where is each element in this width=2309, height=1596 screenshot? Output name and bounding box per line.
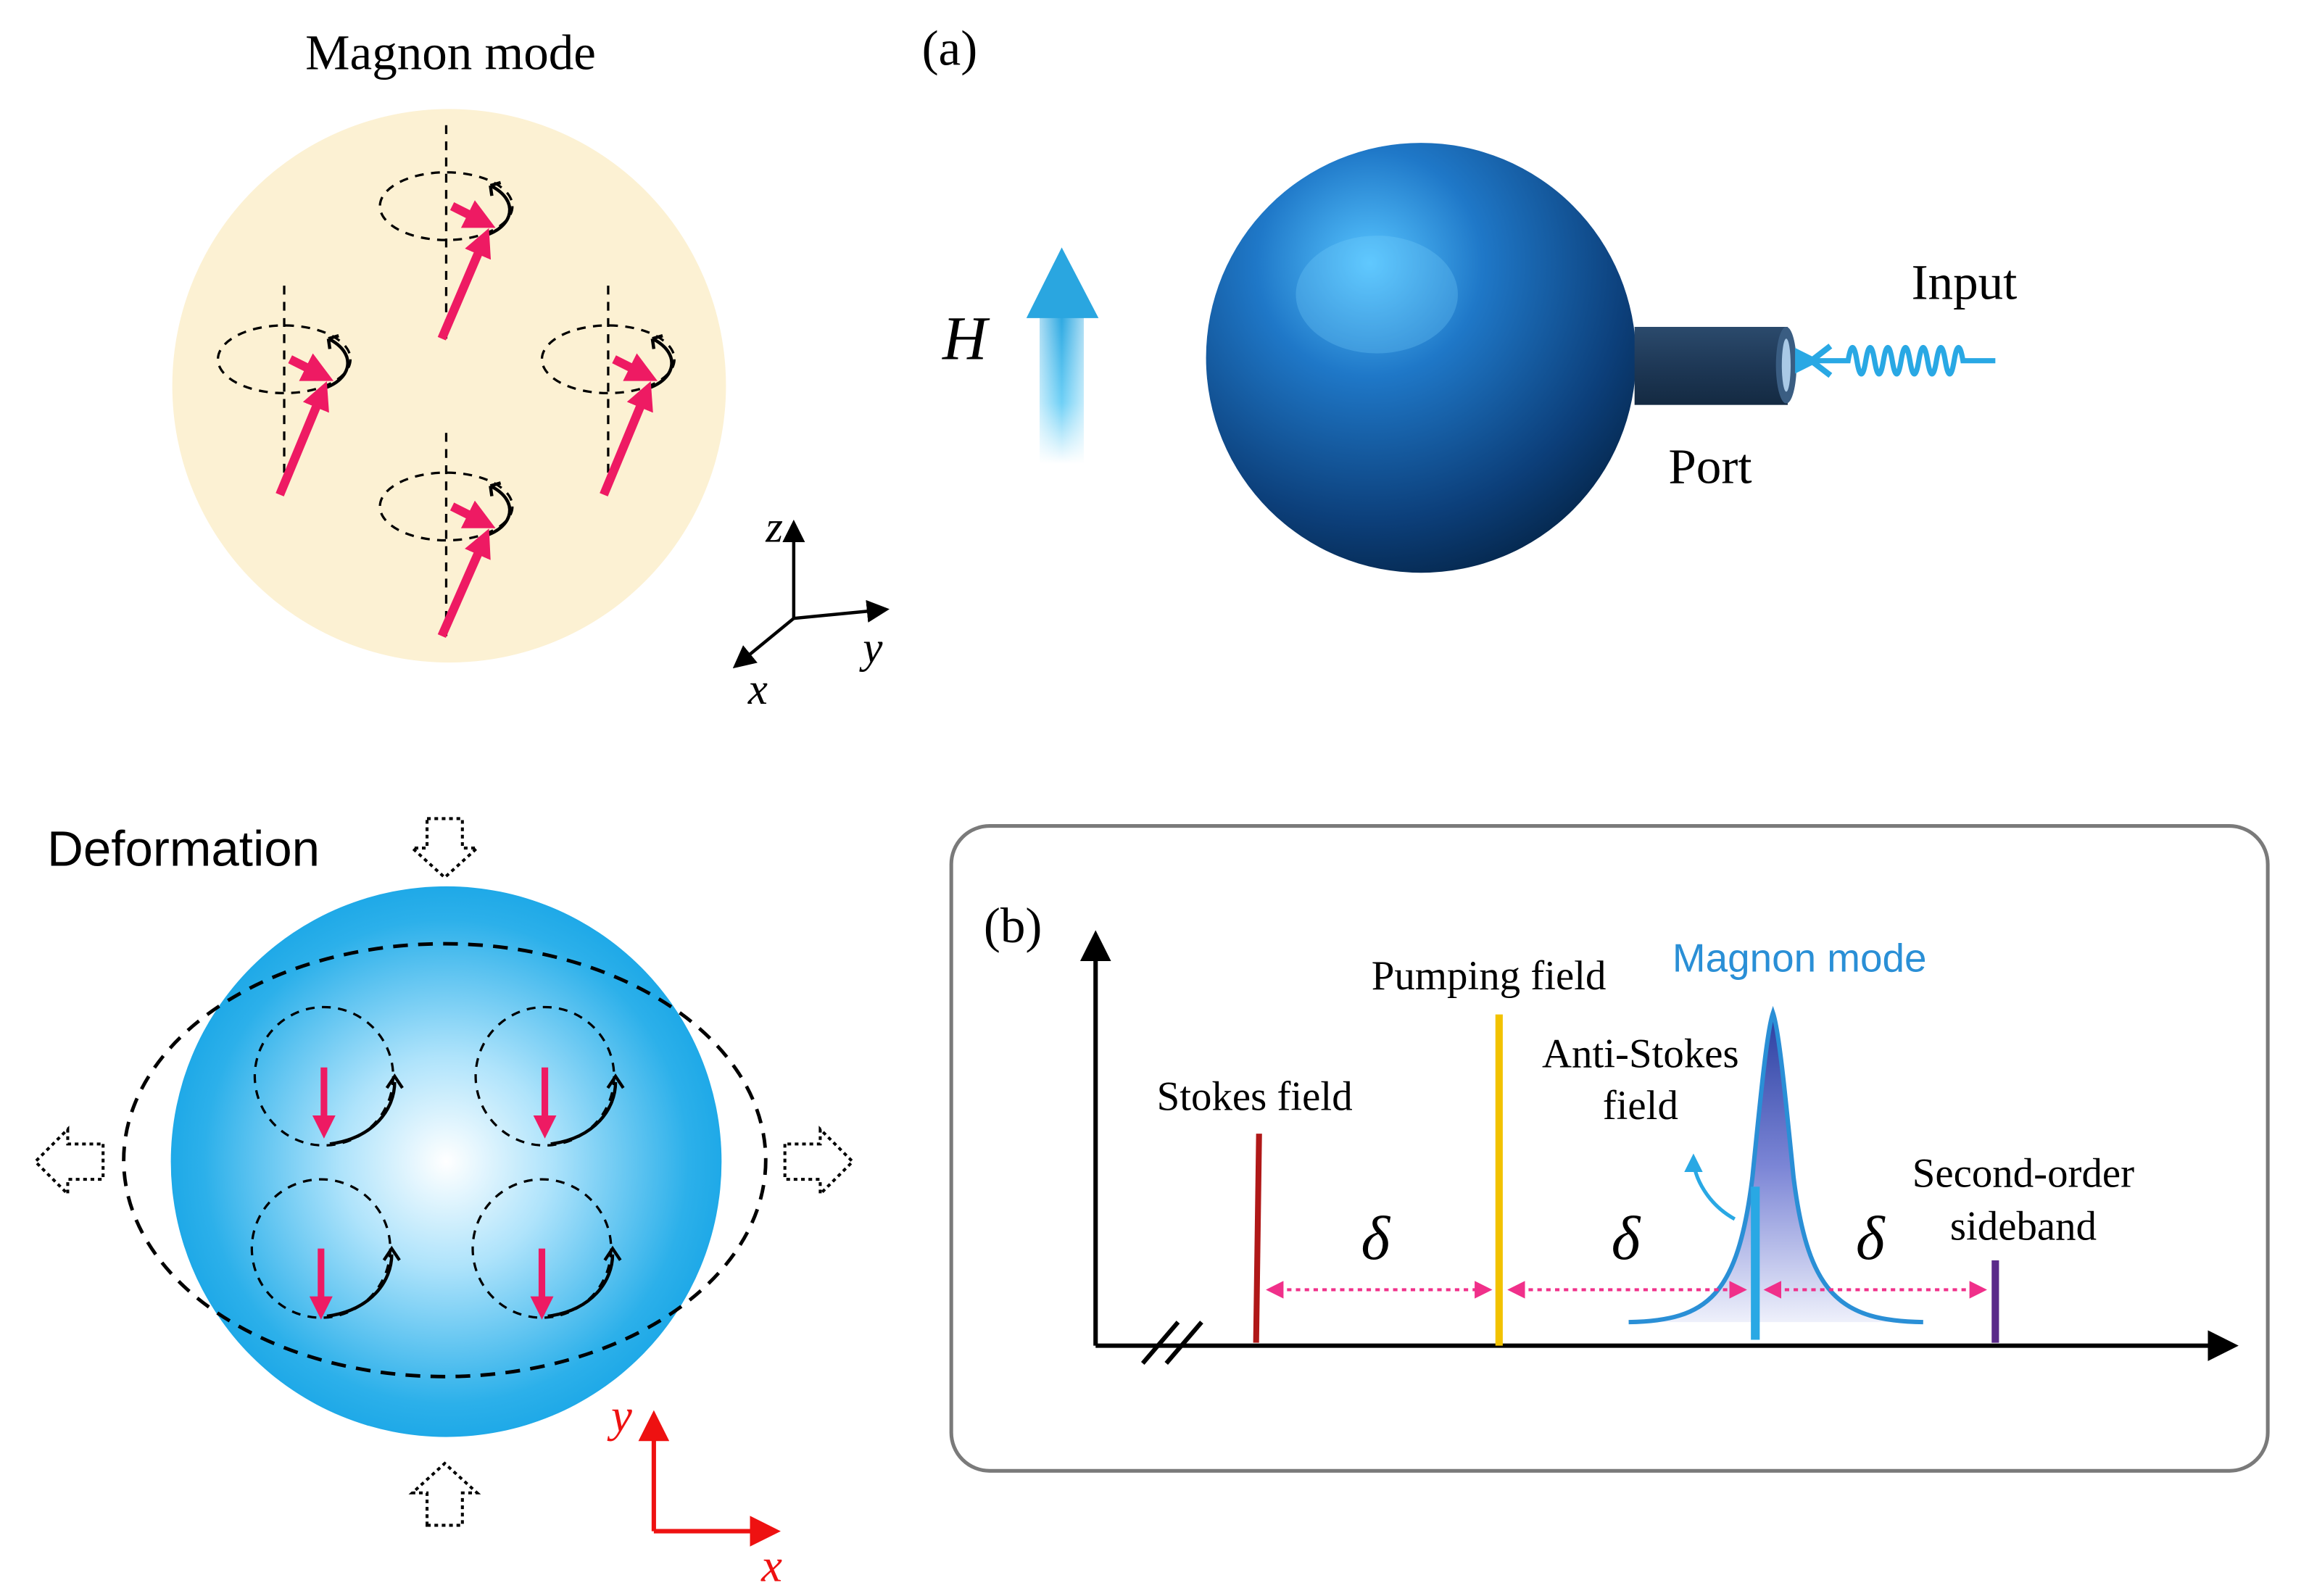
spin-arrow-small <box>612 353 658 381</box>
second-order-label-1: Second-order <box>1912 1150 2134 1196</box>
anti-stokes-label-2: field <box>1603 1083 1678 1129</box>
spin-unit-bottom <box>378 433 514 642</box>
spin-arrow <box>437 228 492 341</box>
magnon-mode-label: Magnon mode <box>1672 936 1927 981</box>
yig-sphere <box>1206 143 1636 573</box>
panel-b: (b) δ δ δ Stokes field Pumping field Mag… <box>949 824 2270 1473</box>
spin-arrow <box>275 381 329 496</box>
deform-spin-tr <box>474 1005 625 1147</box>
input-wave <box>1795 344 1996 377</box>
input-label: Input <box>1912 254 2018 309</box>
red-y-label: y <box>607 1389 632 1442</box>
deform-spin-br <box>471 1178 622 1320</box>
stretch-arrow-left <box>33 1126 105 1198</box>
anti-stokes-label-1: Anti-Stokes <box>1542 1031 1739 1077</box>
deformation-title: Deformation <box>47 820 320 876</box>
delta-label-1: δ <box>1361 1205 1390 1273</box>
spin-unit-right <box>540 286 676 496</box>
deformation-panel: Deformation <box>33 817 855 1592</box>
x-axis-label: x <box>747 665 768 714</box>
magnon-disc <box>172 109 726 663</box>
stokes-label: Stokes field <box>1157 1074 1353 1120</box>
z-axis-label: z <box>765 504 783 552</box>
red-x-label: x <box>760 1540 782 1592</box>
second-order-label-2: sideband <box>1950 1203 2097 1249</box>
deform-spin-bl <box>250 1178 401 1320</box>
delta-label-3: δ <box>1856 1205 1886 1273</box>
input-arrowhead <box>1806 344 1833 378</box>
axis-break <box>1140 1321 1203 1365</box>
port-connector <box>1634 327 1797 405</box>
panel-b-label: (b) <box>984 897 1042 953</box>
deformed-sphere <box>170 886 722 1437</box>
field-label-H: H <box>942 305 990 373</box>
xy-axes-red: y x <box>607 1389 782 1592</box>
spin-arrow-small <box>449 200 496 228</box>
delta-label-2: δ <box>1612 1205 1641 1273</box>
stretch-arrow-right <box>783 1126 855 1198</box>
compress-arrow-top <box>408 817 481 880</box>
pumping-label: Pumping field <box>1372 953 1607 999</box>
deform-spin-tl <box>253 1005 404 1147</box>
compress-arrow-bottom <box>408 1461 481 1527</box>
panel-b-frame <box>949 824 2270 1473</box>
magnetic-field-arrow <box>1026 247 1099 464</box>
xyz-axes: z y x <box>732 504 890 714</box>
magnon-panel-title: Magnon mode <box>305 25 596 80</box>
spin-arrow <box>437 528 491 639</box>
spin-arrow-small <box>288 353 334 381</box>
spin-arrow <box>600 381 653 496</box>
magnon-mode-panel: Magnon mode <box>172 25 890 714</box>
panel-a: (a) H Port Input <box>922 20 2018 573</box>
stokes-line <box>1253 1134 1262 1343</box>
deformation-outline <box>122 942 768 1379</box>
magnon-peak <box>1628 1013 1923 1323</box>
port-label: Port <box>1668 438 1752 494</box>
panel-a-label: (a) <box>922 20 978 75</box>
anti-stokes-pointer <box>1684 1153 1736 1221</box>
spin-unit-left <box>217 286 352 496</box>
magnon-peak-outline <box>1628 1005 1923 1325</box>
spin-arrow-small <box>449 500 496 528</box>
spin-unit-top <box>378 125 514 341</box>
y-axis-label: y <box>858 624 883 673</box>
